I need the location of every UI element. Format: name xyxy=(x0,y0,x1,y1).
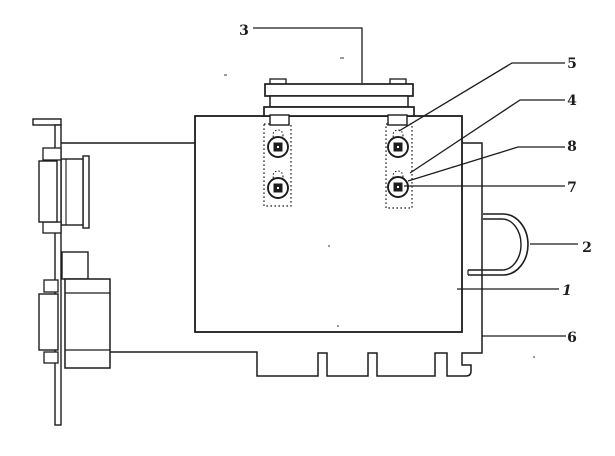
callout-label-4: 4 xyxy=(567,93,577,109)
screw xyxy=(267,177,289,199)
connector-top-rear xyxy=(60,155,90,229)
leader-lines xyxy=(253,27,578,337)
heatsink-top-plate xyxy=(264,83,414,97)
callout-label-8: 8 xyxy=(567,139,577,155)
heat-pipe xyxy=(467,213,529,276)
connector-bottom-ear-upper xyxy=(43,279,59,293)
speck xyxy=(340,57,344,59)
screw xyxy=(267,136,289,158)
connector-top-front xyxy=(38,147,62,234)
connector-bottom-rear xyxy=(61,251,111,369)
connector-bottom-front xyxy=(38,279,59,364)
bracket-top-flange xyxy=(32,118,62,126)
connector-bottom-front-flange xyxy=(38,293,59,351)
heatsink-block xyxy=(263,78,415,117)
heatsink-base-plate xyxy=(263,106,415,117)
scan-noise xyxy=(224,57,535,358)
leader-8 xyxy=(407,146,565,182)
standoff-foot-left xyxy=(269,114,290,126)
leader-3 xyxy=(253,27,363,83)
connector-top-front-flange xyxy=(38,160,58,223)
card-outline xyxy=(61,142,483,377)
speck xyxy=(337,325,339,327)
screws xyxy=(267,136,409,199)
pcb-card xyxy=(61,142,483,377)
leader-5 xyxy=(398,62,565,132)
callout-label-6: 6 xyxy=(567,330,577,346)
speck xyxy=(224,74,227,76)
heat-pipe-outer xyxy=(468,213,529,276)
connector-bottom-top-box xyxy=(61,251,89,280)
leader-4 xyxy=(409,99,565,174)
heatsink-mid-section xyxy=(269,95,409,108)
callout-labels: 3 5 4 8 7 2 1 6 xyxy=(239,23,592,346)
connector-bottom-ear-lower xyxy=(43,351,59,364)
connector-bottom-body xyxy=(64,278,111,369)
callout-label-1: 1 xyxy=(562,283,572,299)
callout-label-3: 3 xyxy=(239,23,249,39)
connector-top-body xyxy=(60,158,84,226)
module-body xyxy=(194,115,463,333)
callout-label-7: 7 xyxy=(567,180,577,196)
bracket-vertical xyxy=(54,124,62,426)
heat-pipe-inner xyxy=(468,218,522,271)
connector-top-rear-plate xyxy=(82,155,90,229)
connector-top-ear-lower xyxy=(42,221,62,234)
screw xyxy=(387,136,409,158)
connector-top-ear-upper xyxy=(42,147,62,161)
callout-label-5: 5 xyxy=(567,56,577,72)
speck xyxy=(533,356,535,358)
screw xyxy=(387,176,409,198)
speck xyxy=(328,245,330,247)
slot-bracket xyxy=(32,118,62,426)
standoff-foot-right xyxy=(387,114,408,126)
callout-label-2: 2 xyxy=(582,240,592,256)
